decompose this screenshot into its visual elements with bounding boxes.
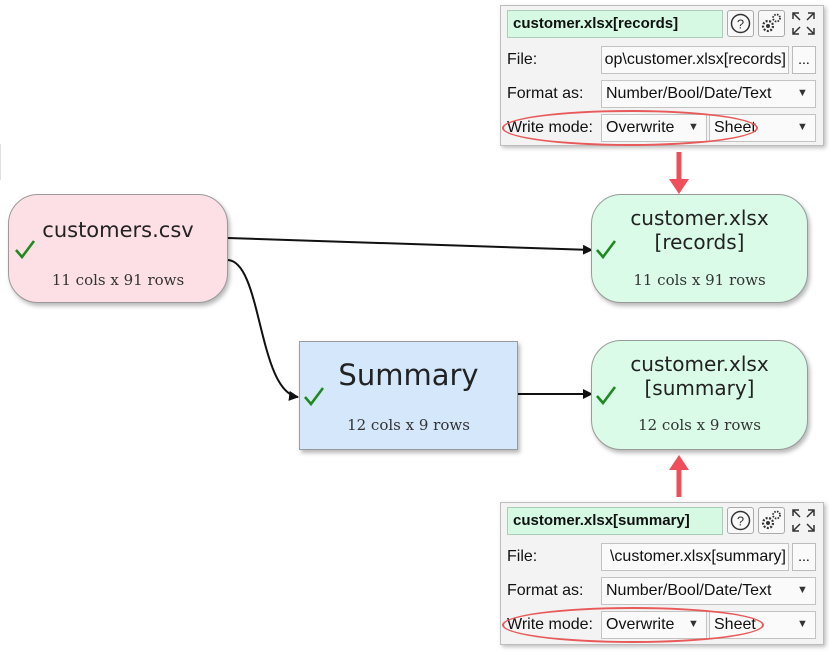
- edge-customers-to-summary: [227, 259, 299, 401]
- node-title-line2: [summary]: [644, 376, 755, 400]
- check-icon: [596, 386, 617, 406]
- format-label: Format as:: [507, 582, 584, 599]
- node-dims: 12 cols x 9 rows: [638, 416, 761, 434]
- file-path-field[interactable]: \customer.xlsx[summary]: [601, 543, 789, 571]
- target-select[interactable]: Sheet: [709, 114, 816, 142]
- callout-arrow-summary: [669, 455, 689, 497]
- browse-button[interactable]: ...: [792, 46, 816, 74]
- help-icon[interactable]: ?: [727, 10, 754, 37]
- chevron-down-icon: ▼: [688, 121, 699, 133]
- file-path-field[interactable]: op\customer.xlsx[records]: [601, 46, 789, 74]
- write-mode-select[interactable]: Overwrite: [601, 114, 707, 142]
- help-icon[interactable]: ?: [727, 507, 754, 534]
- write-mode-select[interactable]: Overwrite: [601, 611, 707, 639]
- check-icon: [15, 240, 36, 260]
- node-customer-xlsx-summary[interactable]: customer.xlsx [summary] 12 cols x 9 rows: [591, 340, 808, 450]
- chevron-down-icon: ▼: [797, 121, 808, 133]
- svg-text:?: ?: [737, 514, 744, 529]
- expand-icon[interactable]: [790, 507, 817, 534]
- write-mode-label: Write mode:: [507, 119, 593, 136]
- browse-button[interactable]: ...: [792, 543, 816, 571]
- chevron-down-icon: ▼: [797, 584, 808, 596]
- node-title: customers.csv: [42, 218, 194, 242]
- node-title-line2: [records]: [654, 230, 745, 254]
- node-title: Summary: [338, 358, 479, 392]
- node-dims: 11 cols x 91 rows: [633, 271, 766, 289]
- edge-customers-to-records: [227, 237, 593, 255]
- file-label: File:: [507, 51, 538, 68]
- output-panel-records: customer.xlsx[records] ? File: op\custom…: [500, 5, 824, 146]
- node-customers-csv[interactable]: customers.csv 11 cols x 91 rows: [8, 194, 228, 303]
- callout-arrow-records: [669, 152, 689, 194]
- svg-text:?: ?: [737, 17, 744, 32]
- format-label: Format as:: [507, 85, 584, 102]
- expand-icon[interactable]: [790, 10, 817, 37]
- panel-title: customer.xlsx[summary]: [507, 507, 723, 535]
- panel-title: customer.xlsx[records]: [507, 10, 723, 38]
- format-select[interactable]: Number/Bool/Date/Text: [601, 80, 816, 108]
- check-icon: [304, 387, 325, 407]
- node-summary-transform[interactable]: Summary 12 cols x 9 rows: [299, 341, 518, 450]
- node-dims: 12 cols x 9 rows: [347, 416, 470, 434]
- gears-icon[interactable]: [758, 10, 785, 37]
- format-select[interactable]: Number/Bool/Date/Text: [601, 577, 816, 605]
- chevron-down-icon: ▼: [688, 618, 699, 630]
- file-label: File:: [507, 548, 538, 565]
- gears-icon[interactable]: [758, 507, 785, 534]
- chevron-down-icon: ▼: [797, 87, 808, 99]
- node-title-line1: customer.xlsx: [630, 352, 769, 376]
- node-customer-xlsx-records[interactable]: customer.xlsx [records] 11 cols x 91 row…: [591, 194, 808, 303]
- node-title-line1: customer.xlsx: [630, 206, 769, 230]
- check-icon: [596, 240, 617, 260]
- output-panel-summary: customer.xlsx[summary] ? File: \customer…: [500, 502, 824, 645]
- node-dims: 11 cols x 91 rows: [51, 271, 185, 289]
- chevron-down-icon: ▼: [797, 618, 808, 630]
- write-mode-label: Write mode:: [507, 616, 593, 633]
